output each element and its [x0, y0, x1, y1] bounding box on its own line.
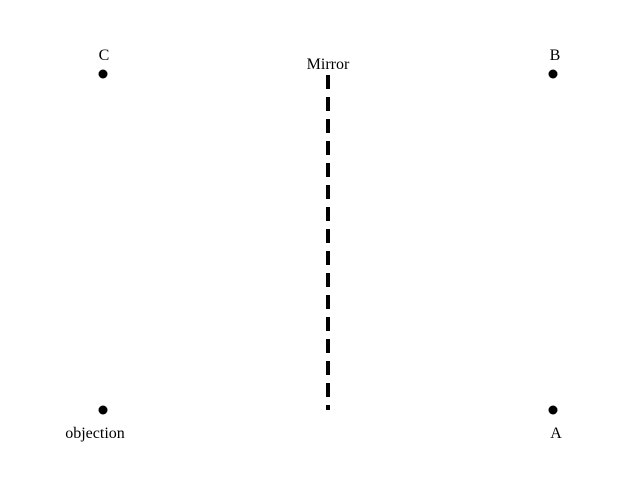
- object-point-dot: [98, 405, 108, 415]
- point-b-dot: [548, 69, 558, 79]
- point-c-label: C: [99, 47, 110, 64]
- object-point-label: objection: [65, 425, 125, 442]
- point-b-label: B: [550, 47, 561, 64]
- point-c-dot: [98, 69, 108, 79]
- point-a-label: A: [550, 425, 562, 442]
- point-a-dot: [548, 405, 558, 415]
- mirror-label: Mirror: [307, 56, 350, 73]
